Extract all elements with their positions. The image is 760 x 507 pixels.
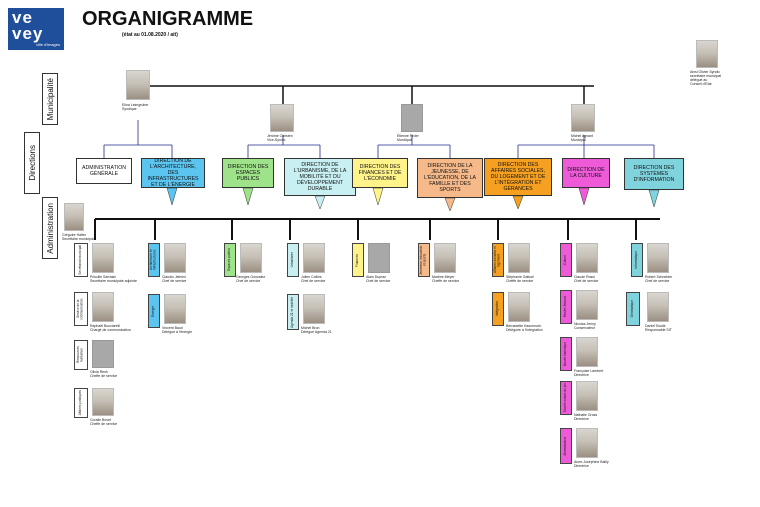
direction-systemes-information[interactable]: DIRECTION DES SYSTÈMES D'INFORMATION — [624, 158, 684, 190]
role-s8: Urbanisme — [287, 243, 299, 277]
photo-municipal-4 — [571, 104, 595, 132]
page-title: ORGANIGRAMME — [82, 8, 254, 30]
municipal-1-caption: Elina Leimgruber Syndique — [122, 103, 149, 111]
role-s20: Géomatique — [626, 292, 640, 326]
caption-s7: Georges Gonzalez Chef de service — [236, 275, 266, 283]
caption-s2: Raphaël Bucciarelli Chargé de communicat… — [90, 324, 131, 332]
role-s2: Service de la communication — [74, 292, 88, 326]
caption-s20: Daniel Soulié Responsable SIT — [645, 324, 672, 332]
photo-s5 — [164, 243, 186, 273]
photo-s17 — [576, 381, 598, 411]
photo-side-person — [696, 40, 718, 68]
role-s14: Culture — [560, 243, 572, 277]
photo-s2 — [92, 292, 114, 322]
photo-s16 — [576, 337, 598, 367]
caption-s3: Olivia Renk Cheffe de service — [90, 370, 118, 378]
role-s9: Agenda 21 et mobilité — [287, 294, 299, 330]
role-s17: Musée suisse du jeu — [560, 381, 572, 415]
vevey-logo: ve vey ville d'images — [8, 8, 64, 50]
municipal-4-caption: Michel Agnant Municipal — [571, 134, 593, 142]
caption-s12: Stéphanie Gattoni Cheffe de service — [506, 275, 535, 283]
photo-s3 — [92, 340, 114, 368]
role-s18: Alimentarium — [560, 428, 572, 464]
photo-s4 — [92, 388, 114, 416]
direction-culture[interactable]: DIRECTION DE LA CULTURE — [562, 158, 610, 188]
photo-s10 — [368, 243, 390, 273]
side-person-caption: Ainsi Olivier Syndic secrétaire municipa… — [690, 70, 722, 86]
role-s19: Informatique — [631, 243, 643, 277]
direction-urbanisme[interactable]: DIRECTION DE L'URBANISME, DE LA MOBILITÉ… — [284, 158, 356, 196]
role-s11: Jeunesse, éducation et sports — [418, 243, 430, 277]
photo-s7 — [240, 243, 262, 273]
caption-s13: Bernadette Kasumovic Déléguée à l'intégr… — [506, 324, 543, 332]
side-label-directions: Directions — [24, 132, 40, 194]
role-s4: Affaires juridiques — [74, 388, 88, 418]
municipal-3-caption: Étienne Rivier Municipal — [397, 134, 419, 142]
photo-s9 — [303, 294, 325, 324]
role-s1: Secrétariat municipal — [74, 243, 88, 277]
photo-s1 — [92, 243, 114, 273]
secretaire-caption: Grégoire Halter Secrétaire municipal — [62, 233, 94, 241]
role-s5: Architecture et Infrastructures — [148, 243, 160, 277]
role-s13: Intégration — [492, 292, 504, 326]
caption-s4: Coralie Bovet Cheffe de service — [90, 418, 118, 426]
direction-finances[interactable]: DIRECTION DES FINANCES ET DE L'ÉCONOMIE — [352, 158, 408, 188]
caption-s11: Martine Meyer Cheffe de service — [432, 275, 460, 283]
photo-municipal-2 — [270, 104, 294, 132]
photo-s15 — [576, 290, 598, 320]
role-s15: Musée Jenisch — [560, 290, 572, 324]
municipal-2-caption: Jérôme Christen Vice-Syndic — [267, 134, 293, 142]
caption-s18: Anne-Joséphine Bailly Directrice — [574, 460, 609, 468]
photo-s18 — [576, 428, 598, 458]
role-s10: Finances — [352, 243, 364, 277]
caption-s9: Michel Bron Délégué Agenda 21 — [301, 326, 332, 334]
photo-municipal-3 — [401, 104, 423, 132]
photo-s19 — [647, 243, 669, 273]
side-label-municipalite: Municipalité — [42, 73, 58, 125]
photo-s6 — [164, 294, 186, 324]
role-s7: Espaces publics — [224, 243, 236, 277]
direction-jeunesse[interactable]: DIRECTION DE LA JEUNESSE, DE L'ÉDUCATION… — [417, 158, 483, 198]
photo-s14 — [576, 243, 598, 273]
direction-architecture[interactable]: DIRECTION DE L'ARCHITECTURE, DES INFRAST… — [141, 158, 205, 188]
photo-s13 — [508, 292, 530, 322]
role-s12: Affaires sociales et logement — [492, 243, 504, 277]
caption-s17: Nathalie Gross Directrice — [574, 413, 598, 421]
caption-s5: Claudio Jelmini Chef de service — [162, 275, 187, 283]
role-s3: Ressources humaines — [74, 340, 88, 370]
caption-s6: Vincent Baud Délégué à l'énergie — [162, 326, 193, 334]
photo-s11 — [434, 243, 456, 273]
page-subtitle: (état au 01.08.2020 / ait) — [122, 32, 178, 38]
caption-s8: Julien Collins Chef de service — [301, 275, 326, 283]
direction-affaires-sociales[interactable]: DIRECTION DES AFFAIRES SOCIALES, DU LOGE… — [484, 158, 552, 196]
logo-text: ve vey — [12, 8, 44, 43]
photo-s8 — [303, 243, 325, 273]
photo-municipal-1 — [126, 70, 150, 100]
direction-administration-generale[interactable]: ADMINISTRATION GÉNÉRALE — [76, 158, 132, 184]
caption-s15: Nicolas Jenny Conservateur — [574, 322, 596, 330]
role-s6: Énergie — [148, 294, 160, 328]
caption-s14: Claude Rossi Chef de service — [574, 275, 599, 283]
photo-s12 — [508, 243, 530, 273]
caption-s16: Françoise Lambert Directrice — [574, 369, 604, 377]
direction-espaces-publics[interactable]: DIRECTION DES ESPACES PUBLICS — [222, 158, 274, 188]
photo-s20 — [647, 292, 669, 322]
caption-s10: Alain Dupraz Chef de service — [366, 275, 391, 283]
logo-tagline: ville d'images — [36, 42, 60, 47]
photo-secretaire-municipal — [64, 203, 84, 231]
caption-s19: Robert Schneider Chef de service — [645, 275, 673, 283]
side-label-administration: Administration — [42, 197, 58, 259]
role-s16: Musée historique — [560, 337, 572, 371]
caption-s1: Priscille Sarrasin Secrétaire municipale… — [90, 275, 137, 283]
